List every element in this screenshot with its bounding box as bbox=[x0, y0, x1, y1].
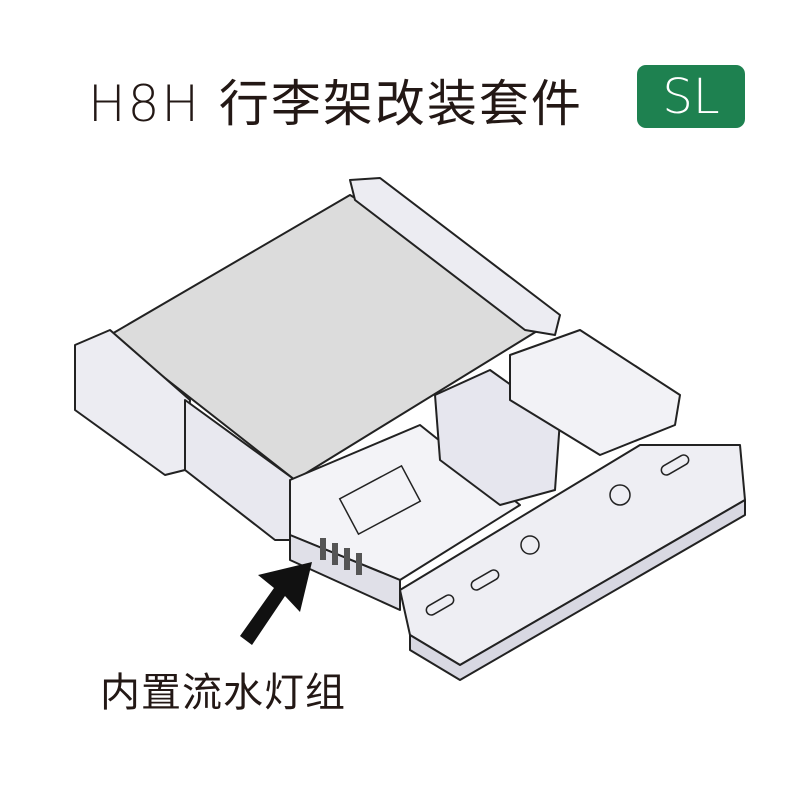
switch-box bbox=[509, 329, 681, 456]
led-strip bbox=[320, 538, 362, 575]
product-title-text: H8H 行李架改装套件 bbox=[88, 75, 583, 133]
variant-badge: SL bbox=[637, 65, 745, 128]
pointer-arrow bbox=[240, 562, 312, 645]
right-rail bbox=[349, 177, 561, 336]
light-module-front bbox=[289, 534, 401, 611]
base-plate-edge bbox=[409, 499, 746, 681]
left-body bbox=[184, 399, 296, 541]
product-title: H8H 行李架改装套件 bbox=[88, 64, 583, 136]
annotation-label: 内置流水灯组 bbox=[100, 670, 346, 716]
